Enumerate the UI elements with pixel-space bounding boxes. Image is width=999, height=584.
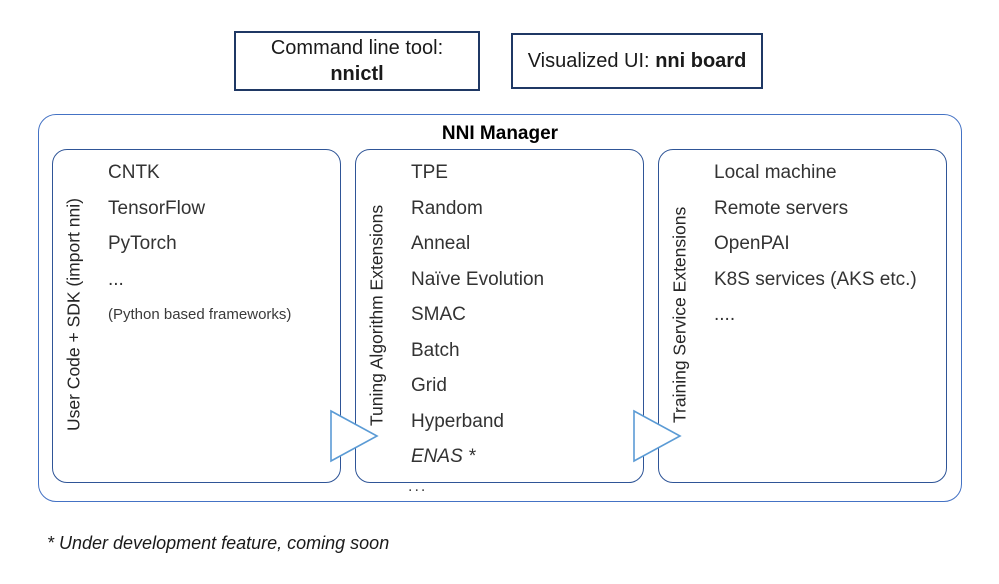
list-item: CNTK [108,162,160,183]
user-code-sdk-column: User Code + SDK (import nni) CNTK Tensor… [52,149,341,483]
list-item: PyTorch [108,233,177,254]
tuning-algorithm-column: Tuning Algorithm Extensions TPE Random A… [355,149,644,483]
user-code-sdk-label: User Code + SDK (import nni) [63,198,84,432]
list-item: Naïve Evolution [411,268,545,290]
list-item: TensorFlow [108,197,206,219]
flow-arrow-icon [330,409,379,463]
list-item: Batch [411,339,460,361]
list-item: Hyperband [411,410,504,432]
command-line-tool-label: Command line tool: [270,37,444,59]
list-item: Remote servers [714,197,849,219]
list-item: OpenPAI [714,233,790,254]
list-item: ... [108,268,124,290]
list-item: K8S services (AKS etc.) [714,268,917,290]
ellipsis-note: ... [408,478,428,495]
list-item: TPE [411,162,448,183]
nni-manager-title: NNI Manager [441,123,559,144]
training-service-list: Local machine Remote servers OpenPAI K8S… [714,155,942,333]
list-item: Local machine [714,162,837,183]
list-item: SMAC [411,304,466,325]
list-item: Anneal [411,233,471,254]
list-item: Grid [411,375,447,396]
user-code-sdk-list: CNTK TensorFlow PyTorch ... (Python base… [108,155,336,333]
list-item: Random [411,197,483,219]
visualized-ui-label: Visualized UI: [527,49,656,72]
nnictl-label: nnictl [330,63,384,85]
visualized-ui-box: Visualized UI: nni board [511,33,763,89]
tuning-algorithm-list: TPE Random Anneal Naïve Evolution SMAC B… [411,155,639,475]
list-item: .... [714,304,736,325]
training-service-column: Training Service Extensions Local machin… [658,149,947,483]
nni-board-label: nni board [655,49,747,72]
list-item-note: (Python based frameworks) [108,306,292,323]
footnote: * Under development feature, coming soon [47,533,390,553]
flow-arrow-icon [633,409,682,463]
list-item-enas: ENAS * [411,446,476,467]
command-line-tool-box: Command line tool: nnictl [234,31,480,91]
